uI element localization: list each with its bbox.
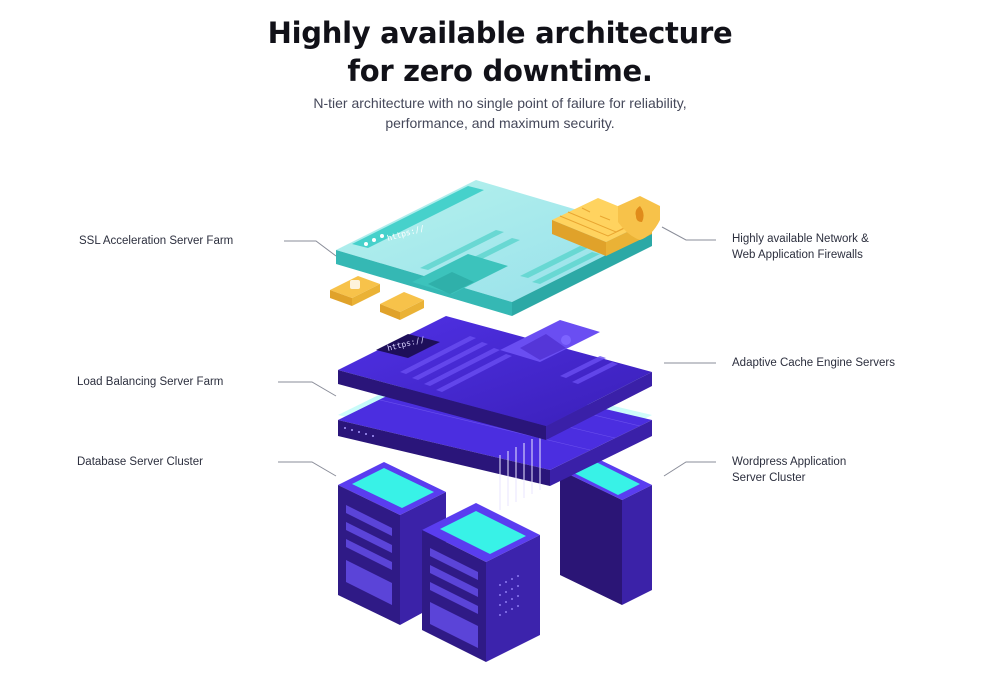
image-icon [412,254,508,294]
subtitle-line-1: N-tier architecture with no single point… [313,95,687,111]
subtitle-line-2: performance, and maximum security. [385,115,615,131]
title-line-1: Highly available architecture [267,16,733,50]
label-load-balancing: Load Balancing Server Farm [77,376,224,388]
server-icon [560,455,652,605]
label-firewalls: Highly available Network & Web Applicati… [732,231,922,263]
label-cache-engine: Adaptive Cache Engine Servers [732,357,896,369]
label-ssl-acceleration: SSL Acceleration Server Farm [79,235,234,247]
padlock-icon [380,292,424,320]
padlock-icon [330,276,380,306]
image-icon [500,320,600,362]
label-wordpress-line-1: Wordpress Application [732,456,847,468]
shield-flame-icon [618,196,660,240]
label-database-cluster: Database Server Cluster [77,456,203,468]
cache-engine-plate: https:// [338,316,652,440]
leader-lines [278,226,716,477]
label-wordpress-line-2: Server Cluster [732,472,806,484]
ssl-browser-plate: https:// [336,180,652,316]
label-wordpress-cluster: Wordpress Application Server Cluster [732,454,922,486]
page-title: Highly available architecture for zero d… [0,14,1000,90]
page-subtitle: N-tier architecture with no single point… [0,93,1000,133]
title-line-2: for zero downtime. [347,54,653,88]
label-firewalls-line-1: Highly available Network & [732,233,869,245]
server-icon [422,503,540,662]
label-firewalls-line-2: Web Application Firewalls [732,249,863,261]
